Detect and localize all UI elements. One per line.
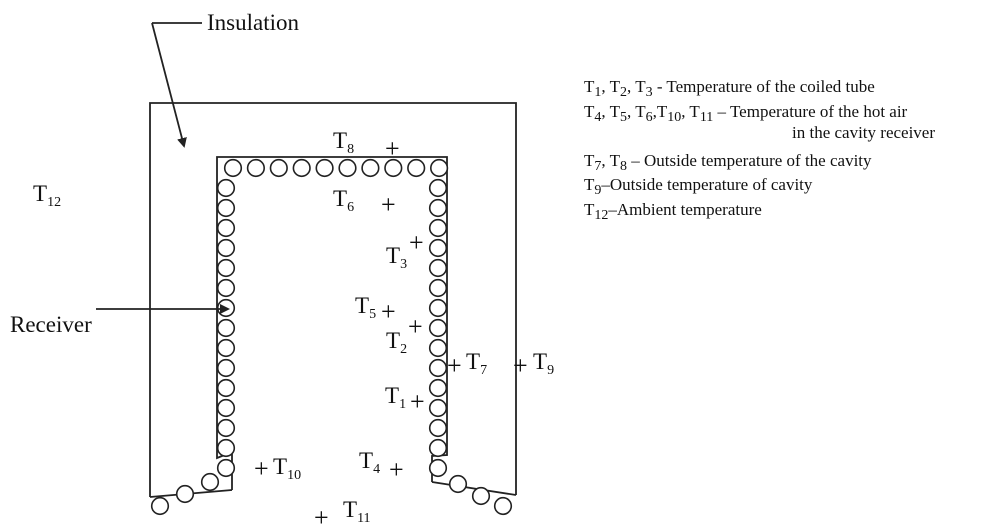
tube-coil-circle [407,158,426,178]
tube-coil-circle [361,158,380,178]
tube-coil-circle [428,238,448,258]
tube-coil-circle [216,418,236,438]
receiver-label: Receiver [10,312,92,337]
sensor-plus-t3: + [409,228,424,257]
sensor-plus-t1: + [410,387,425,416]
sensor-plus-t11: + [314,503,329,529]
tube-coil-circle [216,458,236,478]
tube-coil-circle [292,158,311,178]
coiled-tube [150,158,513,516]
tube-coil-circle [216,238,236,258]
tube-coil-circle [175,484,195,504]
tube-coil-circle [216,438,236,458]
tube-coil-circle [471,486,491,506]
tube-coil-circle [493,496,513,516]
legend-line-ambient: T12–Ambient temperature [584,200,762,223]
tube-coil-circle [384,158,403,178]
tube-coil-circle [246,158,265,178]
legend-line-outside-t9: T9–Outside temperature of cavity [584,175,813,198]
tube-coil-circle [216,278,236,298]
tube-coil-circle [428,318,448,338]
tube-coil-circle [448,474,468,494]
tube-coil-circle [428,298,448,318]
legend-line-coiled-tube: T1, T2, T3 - Temperature of the coiled t… [584,77,875,100]
tube-coil-circle [428,198,448,218]
tube-coil-circle [428,338,448,358]
tube-coil-circle [216,378,236,398]
sensor-label-t3: T3 [386,243,407,272]
sensor-label-t4: T4 [359,448,380,477]
tube-coil-circle [216,218,236,238]
sensor-plus-t9: + [513,351,528,380]
legend: T1, T2, T3 - Temperature of the coiled t… [584,77,935,223]
insulation-pointer [151,22,202,148]
tube-coil-circle [428,278,448,298]
tube-coil-circle [216,358,236,378]
sensor-label-t9: T9 [533,349,554,378]
tube-coil-circle [338,158,357,178]
tube-coil-circle [428,438,448,458]
sensor-label-t1: T1 [385,383,406,412]
tube-coil-circle [216,258,236,278]
sensor-markers: + + + + + + + + + + + [254,134,528,529]
tube-coil-circle [216,338,236,358]
tube-coil-circle [428,358,448,378]
tube-coil-circle [150,496,170,516]
tube-coil-circle [200,472,220,492]
sensor-plus-t5: + [381,297,396,326]
tube-coil-circle [216,178,236,198]
sensor-label-t8: T8 [333,128,354,157]
sensor-plus-t8: + [385,134,400,163]
tube-coil-circle [428,458,448,478]
sensor-label-t12: T12 [33,181,61,210]
tube-coil-circle [428,258,448,278]
legend-line-outside-cavity: T7, T8 – Outside temperature of the cavi… [584,151,872,174]
tube-coil-circle [223,158,243,178]
sensor-label-t10: T10 [273,454,301,483]
tube-coil-circle [216,298,236,318]
sensor-plus-t4: + [389,455,404,484]
sensor-plus-t7: + [447,351,462,380]
sensor-plus-t10: + [254,454,269,483]
tube-coil-circle [428,398,448,418]
tube-coil-circle [269,158,288,178]
tube-coil-circle [216,318,236,338]
sensor-label-t5: T5 [355,293,376,322]
legend-line-hot-air: T4, T5, T6,T10, T11 – Temperature of the… [584,102,908,125]
sensor-label-t11: T11 [343,497,371,526]
sensor-label-t7: T7 [466,349,487,378]
right-bottom-wall [431,481,517,496]
tube-coil-circle [428,378,448,398]
sensor-label-t6: T6 [333,186,354,215]
tube-coil-circle [430,158,449,178]
insulation-label: Insulation [207,10,299,35]
sensor-plus-t6: + [381,190,396,219]
sensor-plus-t2: + [408,312,423,341]
sensor-label-t2: T2 [386,328,407,357]
tube-coil-circle [428,218,448,238]
tube-coil-circle [428,418,448,438]
insulation-outer-wall [149,102,517,497]
tube-coil-circle [428,178,448,198]
tube-coil-circle [315,158,334,178]
tube-coil-circle [216,198,236,218]
tube-coil-circle [216,398,236,418]
legend-line-cavity-receiver: in the cavity receiver [792,123,935,142]
